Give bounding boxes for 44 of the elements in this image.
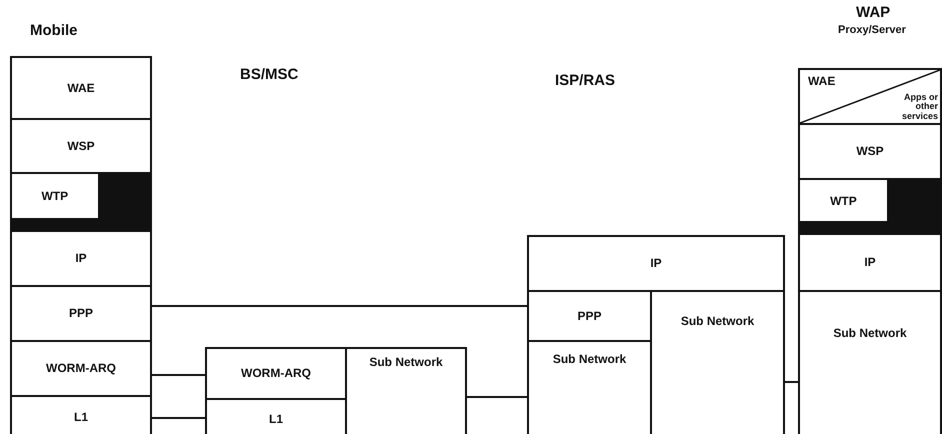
layer-name: Sub Network [552, 352, 628, 366]
protocol-layer-box [345, 347, 467, 434]
connector-line [152, 417, 205, 419]
protocol-layer-box [798, 290, 942, 434]
layer-name: WORM-ARQ [240, 366, 312, 381]
connector-line [785, 381, 798, 383]
column-heading: WAP [856, 4, 890, 21]
layer-name: IP [863, 255, 877, 270]
protocol-layer-box [10, 172, 152, 232]
column-heading: Proxy/Server [838, 24, 906, 36]
layer-name: WSP [855, 144, 885, 159]
layer-name: PPP [68, 306, 94, 321]
layer-name: WAE [808, 75, 836, 88]
protocol-layer-box [527, 235, 785, 292]
layer-name: PPP [576, 308, 602, 324]
layer-name: Sub Network [680, 314, 756, 328]
layer-name: L1 [72, 410, 89, 425]
column-heading: ISP/RAS [555, 72, 616, 89]
protocol-layer-box [798, 233, 942, 292]
layer-name: WORM-ARQ [45, 361, 117, 376]
connector-line [152, 305, 527, 307]
protocol-layer-box [10, 395, 152, 434]
layer-name: WTP [800, 180, 887, 222]
protocol-layer-box [10, 285, 152, 342]
layer-name: L1 [268, 412, 284, 426]
protocol-layer-box [205, 347, 347, 400]
protocol-layer-box [10, 56, 152, 120]
protocol-layer-box [10, 230, 152, 287]
layer-name: WTP [12, 174, 98, 218]
layer-name: Sub Network [832, 326, 908, 340]
layer-name: WSP [66, 138, 96, 154]
layer-name: IP [74, 251, 88, 266]
column-heading: BS/MSC [240, 66, 298, 83]
layer-name: Sub Network [368, 355, 444, 370]
protocol-layer-box [798, 178, 942, 235]
protocol-layer-box [10, 118, 152, 174]
connector-line [152, 374, 205, 376]
protocol-layer-box [10, 340, 152, 397]
column-heading: Mobile [30, 22, 78, 39]
layer-name: IP [649, 256, 663, 271]
connector-line [467, 396, 527, 398]
protocol-layer-box [798, 123, 942, 180]
layer-name: Apps or other services [900, 92, 938, 121]
layer-name: WAE [66, 80, 96, 96]
